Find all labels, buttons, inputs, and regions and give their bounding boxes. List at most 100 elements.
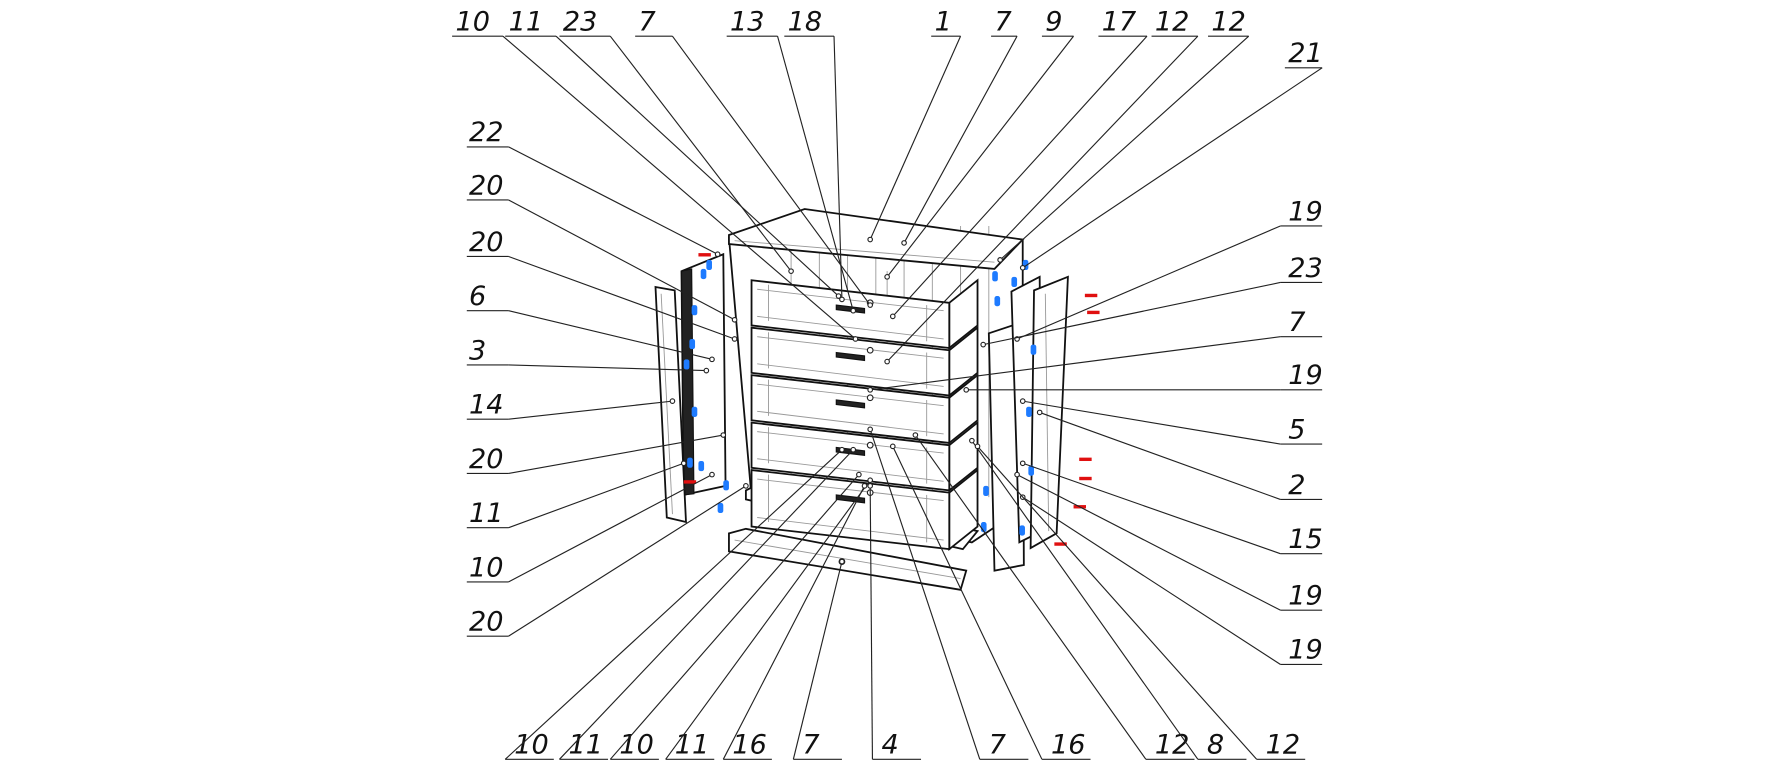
callout-label: 4 bbox=[881, 730, 898, 761]
callout-point bbox=[901, 240, 907, 246]
callout-bottom-7: 7 bbox=[867, 426, 1029, 761]
callout-point bbox=[866, 346, 874, 354]
leader-line bbox=[833, 36, 843, 300]
callout-top-10: 12 bbox=[884, 7, 1199, 365]
callout-left-6: 20 bbox=[466, 432, 727, 475]
callout-point bbox=[703, 367, 710, 374]
callout-point bbox=[714, 251, 721, 258]
callout-point bbox=[1019, 264, 1026, 271]
callout-right-3: 19 bbox=[963, 360, 1323, 393]
hidden-line bbox=[660, 293, 673, 515]
callout-label: 12 bbox=[1211, 7, 1246, 38]
leader-line bbox=[508, 474, 713, 583]
callout-point bbox=[866, 441, 874, 449]
callout-right-6: 15 bbox=[1019, 460, 1323, 555]
callout-bottom-8: 16 bbox=[889, 443, 1091, 761]
callout-point bbox=[997, 257, 1003, 263]
callout-point bbox=[839, 296, 845, 303]
callout-point bbox=[867, 302, 874, 308]
leader-line bbox=[869, 35, 962, 240]
leader-line bbox=[508, 146, 718, 255]
screw-icon bbox=[683, 480, 697, 484]
callout-label: 21 bbox=[1288, 38, 1323, 69]
callout-point bbox=[850, 307, 857, 314]
callout-point bbox=[974, 443, 981, 450]
callout-point bbox=[889, 313, 896, 320]
callout-label: 12 bbox=[1155, 7, 1190, 38]
leader-line bbox=[892, 446, 1043, 760]
leader-line bbox=[508, 462, 684, 529]
leader-line bbox=[508, 485, 747, 637]
hidden-line bbox=[757, 478, 944, 502]
hidden-line bbox=[734, 539, 961, 579]
callout-point bbox=[835, 293, 842, 299]
hidden-line bbox=[757, 517, 944, 541]
leader-line bbox=[1022, 400, 1281, 445]
callout-top-7: 7 bbox=[901, 7, 1018, 246]
hidden-line bbox=[1044, 293, 1050, 532]
hidden-line bbox=[757, 458, 944, 482]
callout-label: 23 bbox=[563, 7, 598, 38]
leader-line bbox=[508, 255, 735, 340]
callout-right-1: 23 bbox=[980, 253, 1323, 348]
leader-line bbox=[508, 364, 707, 372]
callout-bottom-4: 16 bbox=[722, 483, 868, 761]
leader-line bbox=[1022, 496, 1281, 665]
callout-right-4: 5 bbox=[1019, 398, 1323, 445]
screw-icon bbox=[1079, 476, 1092, 481]
dowel-icon bbox=[992, 271, 998, 282]
callout-label: 11 bbox=[568, 730, 603, 761]
callout-label: 22 bbox=[469, 117, 504, 148]
drawer-front bbox=[750, 374, 951, 444]
callout-right-7: 19 bbox=[1014, 471, 1323, 612]
callout-left-7: 11 bbox=[466, 460, 687, 529]
callout-top-6: 1 bbox=[867, 7, 962, 243]
right-door bbox=[1029, 275, 1069, 550]
leader-line bbox=[508, 434, 724, 474]
callout-top-1: 11 bbox=[505, 7, 842, 299]
callout-bottom-11: 12 bbox=[974, 443, 1306, 761]
leader-line bbox=[869, 485, 874, 760]
callout-point bbox=[867, 426, 874, 433]
callout-left-0: 22 bbox=[466, 117, 721, 258]
callout-point bbox=[731, 316, 738, 323]
dowel-icon bbox=[1019, 525, 1025, 536]
callout-label: 7 bbox=[802, 730, 819, 761]
callout-label: 20 bbox=[469, 170, 504, 201]
leader-line bbox=[559, 449, 854, 760]
leader-line bbox=[983, 281, 1281, 346]
left-inner-panel-edge bbox=[680, 268, 695, 496]
callout-label: 3 bbox=[469, 335, 486, 366]
callout-label: 16 bbox=[1051, 730, 1086, 761]
callout-point bbox=[980, 341, 986, 348]
left-door bbox=[654, 285, 687, 524]
callout-point bbox=[839, 446, 845, 453]
callout-bottom-5: 7 bbox=[792, 558, 845, 761]
leader-line bbox=[508, 199, 735, 321]
callout-left-9: 20 bbox=[466, 483, 749, 637]
screw-icon bbox=[698, 253, 711, 257]
callout-point bbox=[852, 336, 859, 342]
callout-point bbox=[1036, 409, 1043, 416]
callout-label: 19 bbox=[1288, 635, 1323, 666]
callout-top-9: 17 bbox=[889, 7, 1148, 320]
callout-label: 7 bbox=[994, 7, 1011, 38]
leader-line bbox=[1016, 225, 1281, 340]
callout-point bbox=[850, 446, 857, 453]
hidden-line bbox=[757, 363, 944, 387]
leader-line bbox=[903, 35, 1018, 244]
dowel-icon bbox=[691, 305, 698, 316]
callout-label: 23 bbox=[1288, 253, 1323, 284]
callout-label: 10 bbox=[619, 730, 654, 761]
callout-point bbox=[1014, 471, 1020, 478]
callout-label: 1 bbox=[935, 7, 952, 38]
callout-point bbox=[969, 437, 975, 444]
callout-label: 7 bbox=[639, 7, 656, 38]
callout-point bbox=[709, 471, 715, 478]
callout-point bbox=[861, 483, 868, 489]
drawer-handle bbox=[835, 351, 866, 362]
leader-line bbox=[1039, 411, 1281, 500]
leader-line bbox=[999, 35, 1250, 261]
